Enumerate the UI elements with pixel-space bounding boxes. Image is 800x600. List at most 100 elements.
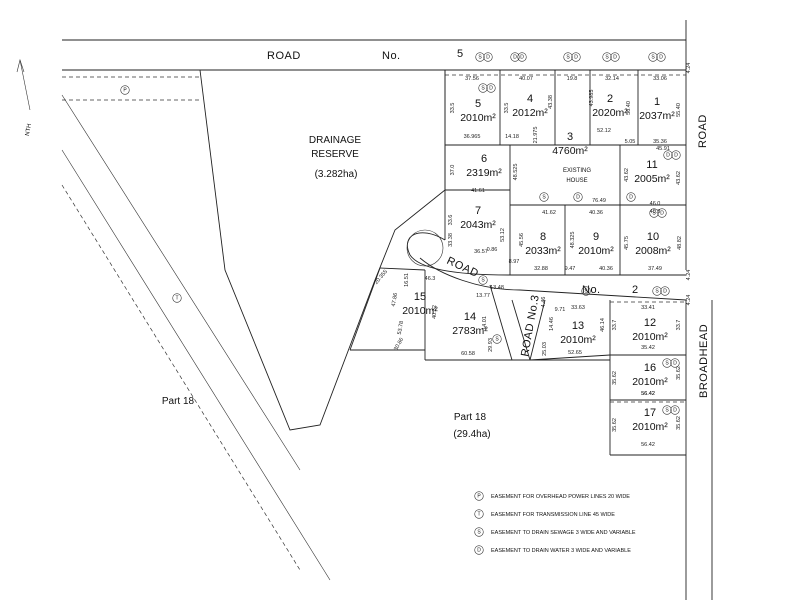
lot-14-number: 14 bbox=[464, 311, 476, 323]
lot-4-number: 4 bbox=[527, 93, 533, 105]
easement-marker-circle bbox=[492, 334, 502, 344]
east-road-label: ROAD bbox=[697, 114, 709, 148]
easement-marker-d-15: D bbox=[573, 192, 583, 202]
legend-symbol-2: S bbox=[477, 529, 481, 535]
dimension-d34: 53.12 bbox=[500, 228, 506, 242]
dimension-d15: 52.12 bbox=[597, 128, 611, 134]
lot-16-number: 16 bbox=[644, 362, 656, 374]
dimension-d31: 48.325 bbox=[570, 232, 576, 249]
existing-house-line1: EXISTING bbox=[563, 168, 591, 174]
dimension-d4: 32.14 bbox=[605, 76, 619, 82]
easement-marker-letter: S bbox=[495, 336, 499, 342]
dimension-d5: 33.06 bbox=[653, 76, 667, 82]
easement-marker-letter: D bbox=[520, 54, 524, 60]
dimension-d33: 48.82 bbox=[677, 236, 683, 250]
easement-marker-s-4: S bbox=[563, 52, 573, 62]
easement-marker-d-18: D bbox=[657, 208, 667, 218]
easement-marker-letter: D bbox=[659, 54, 663, 60]
lot-3-area: 4760m² bbox=[552, 145, 588, 157]
dimension-d65: 52.65 bbox=[568, 350, 582, 356]
lot-1-number: 1 bbox=[654, 96, 660, 108]
dimension-d38: 8.97 bbox=[509, 259, 520, 265]
lot-17-area: 2010m² bbox=[632, 421, 668, 433]
easement-marker-circle bbox=[656, 52, 666, 62]
lot-7-area: 2043m² bbox=[460, 219, 496, 231]
easement-marker-s-22: S bbox=[652, 286, 662, 296]
dimension-d73: 35.62 bbox=[676, 416, 682, 430]
dimension-d6: 33.5 bbox=[450, 103, 456, 114]
lot-16-area: 2010m² bbox=[632, 376, 668, 388]
easement-marker-s-26: S bbox=[662, 405, 672, 415]
dimension-d46: 16.51 bbox=[404, 273, 410, 287]
easement-marker-s-21: S bbox=[581, 286, 591, 296]
easement-marker-letter: D bbox=[673, 360, 677, 366]
easement-marker-circle bbox=[610, 52, 620, 62]
easement-marker-letter: D bbox=[486, 54, 490, 60]
dimension-d7: 36.965 bbox=[464, 134, 481, 140]
dimension-d57: 4.46 bbox=[541, 297, 547, 308]
easement-marker-letter: T bbox=[175, 295, 178, 301]
easement-marker-circle bbox=[563, 52, 573, 62]
road-no2-number: 2 bbox=[632, 284, 639, 296]
dimension-d17: 35.36 bbox=[653, 139, 667, 145]
easement-marker-s-20: S bbox=[492, 334, 502, 344]
easement-marker-circle bbox=[478, 83, 488, 93]
easement-marker-s-24: S bbox=[662, 358, 672, 368]
dimension-d50: 47.86 bbox=[391, 293, 399, 308]
easement-marker-circle bbox=[478, 275, 488, 285]
legend-symbol-3: D bbox=[477, 547, 481, 553]
easement-marker-letter: D bbox=[629, 194, 633, 200]
dimension-d72: 35.62 bbox=[612, 418, 618, 432]
dimension-d30: 45.56 bbox=[519, 233, 525, 247]
dimension-d67: 33.7 bbox=[676, 320, 682, 331]
easement-marker-letter: S bbox=[665, 360, 669, 366]
dimension-d39: 32.88 bbox=[534, 266, 548, 272]
dimension-d66: 35.42 bbox=[641, 345, 655, 351]
easement-marker-s-8: S bbox=[648, 52, 658, 62]
easement-marker-letter: S bbox=[651, 54, 655, 60]
lot-12-number: 12 bbox=[644, 317, 656, 329]
dimension-d29: 33.6 bbox=[448, 215, 454, 226]
easement-marker-s-14: S bbox=[539, 192, 549, 202]
dimension-d20: 43.62 bbox=[624, 168, 630, 182]
dimension-d63: 46.14 bbox=[600, 318, 606, 332]
easement-marker-letter: S bbox=[481, 277, 485, 283]
easement-marker-d-27: D bbox=[670, 405, 680, 415]
dimension-d42: 37.49 bbox=[648, 266, 662, 272]
dimension-d71: 56.42 bbox=[641, 391, 655, 397]
easement-marker-circle bbox=[662, 358, 672, 368]
dimension-d61: 33.41 bbox=[641, 305, 655, 311]
dimension-d13: 14.18 bbox=[505, 134, 519, 140]
easement-marker-circle bbox=[539, 192, 549, 202]
drainage-area: (3.282ha) bbox=[315, 169, 358, 180]
easement-marker-letter: D bbox=[574, 54, 578, 60]
lot-4-area: 2012m² bbox=[512, 107, 548, 119]
lot-7-number: 7 bbox=[475, 205, 481, 217]
dimension-d51: 40.32 bbox=[432, 305, 438, 319]
dimension-d10: 43.985 bbox=[589, 90, 595, 107]
lot-8-number: 8 bbox=[540, 231, 546, 243]
easement-marker-t-29: T bbox=[172, 293, 182, 303]
dimension-d11: 56.40 bbox=[626, 101, 632, 115]
easement-marker-circle bbox=[670, 358, 680, 368]
lot-2-number: 2 bbox=[607, 93, 613, 105]
legend-symbol-circle-2 bbox=[474, 527, 484, 537]
power-easement bbox=[62, 74, 686, 101]
easement-marker-circle bbox=[486, 83, 496, 93]
easement-marker-letter: S bbox=[566, 54, 570, 60]
easement-marker-d-13: D bbox=[671, 150, 681, 160]
easement-marker-circle bbox=[657, 208, 667, 218]
dimension-d40: 9.47 bbox=[565, 266, 576, 272]
easement-marker-p-28: P bbox=[120, 85, 130, 95]
dimension-d44: 4.24 bbox=[686, 270, 692, 281]
lot-11-number: 11 bbox=[646, 159, 657, 171]
easement-marker-d-12: D bbox=[663, 150, 673, 160]
easement-marker-letter: P bbox=[123, 87, 127, 93]
lot-2-area: 2020m² bbox=[592, 107, 628, 119]
drainage-line1: DRAINAGE bbox=[309, 135, 362, 146]
easement-marker-d-7: D bbox=[610, 52, 620, 62]
north-arrow: NTH bbox=[16, 58, 33, 136]
lot-15-area: 2010m² bbox=[402, 305, 438, 317]
